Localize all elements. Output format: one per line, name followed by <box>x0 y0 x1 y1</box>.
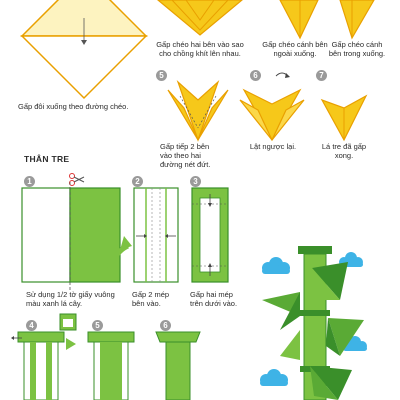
stem-section-title: THÂN TRE <box>24 154 70 164</box>
stem-step-4-badge: 4 <box>26 320 37 331</box>
stem-step-2-caption: Gấp 2 mép bên vào. <box>132 290 170 308</box>
stem-step-1-badge: 1 <box>24 176 35 187</box>
fold-two-edges-caption: Gấp chéo hai bên vào sao cho chồng khít … <box>156 40 244 58</box>
fold-side-caption: Gấp chéo cánh bên ngoài xuống. <box>262 40 328 58</box>
stem-step-6-badge: 6 <box>160 320 171 331</box>
step-7-badge: 7 <box>316 70 327 81</box>
stem-step-5-badge: 5 <box>92 320 103 331</box>
step-6-caption: Lật ngược lại. <box>249 142 297 151</box>
cloud-icon <box>343 336 367 351</box>
step-6-badge: 6 <box>250 70 261 81</box>
fold-side-inward-caption: Gấp chéo cánh bên trong xuống. <box>328 40 386 58</box>
stem-step-3-caption: Gấp hai mép trên dưới vào. <box>190 290 238 308</box>
stem-step-3-badge: 3 <box>190 176 201 187</box>
stem-step-2-badge: 2 <box>132 176 143 187</box>
step-7-caption: Lá tre đã gấp xong. <box>321 142 367 160</box>
cloud-icon <box>262 257 290 274</box>
stem-step-1-caption: Sử dụng 1/2 tờ giấy vuông màu xanh lá câ… <box>26 290 115 308</box>
step-5-badge: 5 <box>156 70 167 81</box>
cloud-icon <box>260 369 288 386</box>
fold-diagonal-caption: Gấp đôi xuống theo đường chéo. <box>18 102 129 111</box>
step-5-caption: Gấp tiếp 2 bên vào theo hai đường nét đứ… <box>160 142 211 169</box>
